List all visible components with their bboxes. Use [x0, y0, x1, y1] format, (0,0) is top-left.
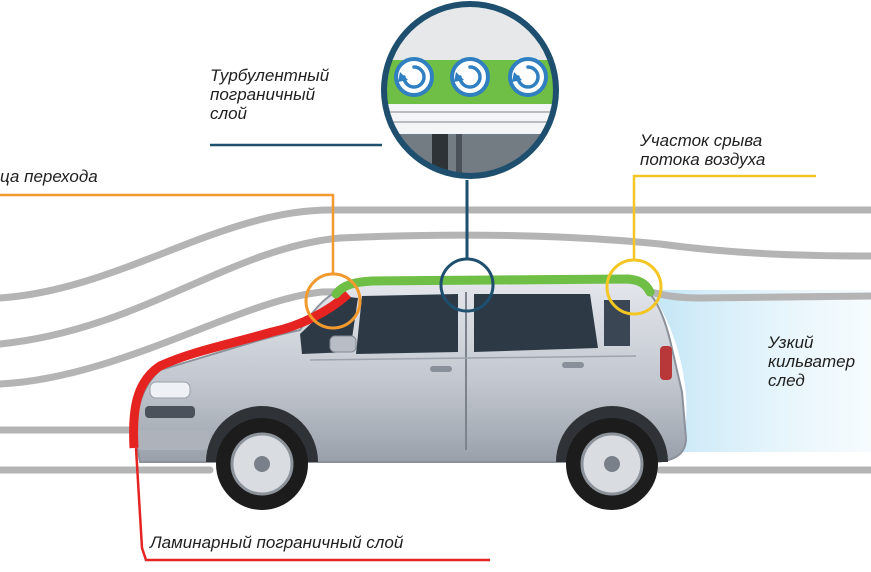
vortex-icon	[394, 57, 434, 97]
transition-label: ца перехода	[0, 167, 98, 186]
wake-label-line-2: кильватер	[768, 352, 856, 371]
wake-label: Узкий кильватер след	[768, 333, 855, 390]
separation-label-line-1: Участок срыва	[640, 131, 763, 150]
front-bumper	[136, 430, 210, 450]
separation-label-line-2: потока воздуха	[640, 150, 766, 169]
turbulent-layer-line	[331, 274, 655, 299]
tail-light	[660, 346, 672, 380]
streamlines	[0, 206, 871, 474]
wake-region	[650, 290, 871, 452]
side-mirror	[329, 335, 357, 353]
vortex-icon	[450, 57, 490, 97]
door-handle-rear	[562, 362, 584, 368]
car	[135, 278, 688, 510]
rear-window	[474, 294, 598, 352]
turbulent-zoom	[381, 1, 559, 179]
door-handle-front	[430, 366, 452, 372]
transition-leader	[0, 193, 335, 274]
streamline-1	[0, 206, 871, 302]
wake-label-line-3: след	[768, 371, 805, 390]
separation-leader	[632, 174, 816, 260]
headlight	[149, 381, 191, 399]
streamline-2	[0, 231, 871, 348]
front-window	[356, 294, 458, 354]
laminar-leader	[134, 447, 490, 562]
turbulent-label-line-3: слой	[210, 104, 247, 123]
vortex-icons	[394, 57, 548, 97]
separation-label: Участок срыва потока воздуха	[640, 131, 765, 169]
laminar-label: Ламинарный пограничный слой	[150, 533, 404, 552]
turbulent-layer-label: Турбулентный пограничный слой	[210, 66, 370, 123]
turbulent-label-line-1: Турбулентный	[210, 66, 330, 85]
grille	[145, 406, 195, 418]
vortex-icon	[508, 57, 548, 97]
turbulent-label-line-2: пограничный	[210, 85, 316, 104]
wake-label-line-1: Узкий	[768, 333, 814, 352]
streamline-3	[0, 284, 871, 388]
